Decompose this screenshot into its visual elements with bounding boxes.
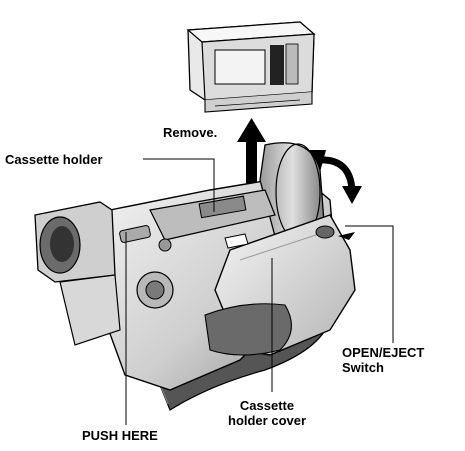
- label-cassette-holder: Cassette holder: [5, 152, 103, 167]
- camcorder-body: [35, 143, 355, 410]
- label-cover-line1: Cassette: [228, 398, 306, 413]
- label-push-here: PUSH HERE: [82, 428, 158, 443]
- label-cassette-holder-cover: Cassette holder cover: [228, 398, 306, 428]
- label-open-eject-line2: Switch: [342, 360, 424, 375]
- label-open-eject: OPEN/EJECT Switch: [342, 345, 424, 375]
- label-open-eject-line1: OPEN/EJECT: [342, 345, 424, 360]
- label-cover-line2: holder cover: [228, 413, 306, 428]
- cassette-tape: [188, 22, 314, 112]
- label-remove: Remove.: [163, 125, 217, 140]
